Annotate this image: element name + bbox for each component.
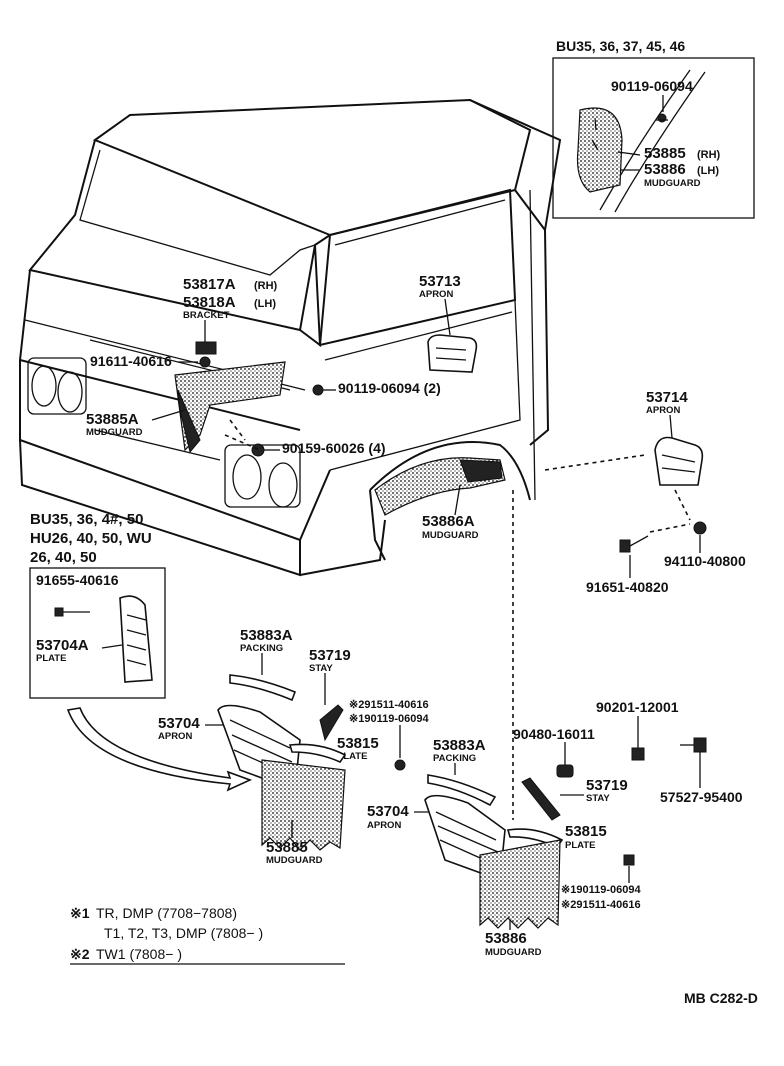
bolt-91651-label: 91651-40820 bbox=[586, 579, 669, 595]
cab-labels: 53817A (RH) 53818A (LH) BRACKET 91611-40… bbox=[86, 273, 479, 541]
bracket-lh-no: 53818A bbox=[183, 294, 236, 311]
mudguard-front-no: 53885A bbox=[86, 411, 139, 428]
right-plate-name: PLATE bbox=[565, 840, 595, 851]
inset-left-header-1: BU35, 36, 4#, 50 bbox=[30, 511, 143, 528]
bolt-side-label: 90119-06094 (2) bbox=[338, 380, 441, 396]
right-mudguard-no: 53886 bbox=[485, 930, 527, 947]
left-packing-no: 53883A bbox=[240, 627, 293, 644]
bracket-lh-side: (LH) bbox=[254, 298, 276, 310]
left-stay-name: STAY bbox=[309, 663, 333, 674]
inset-left-bolt-label: 91655-40616 bbox=[36, 572, 119, 588]
inset-top-mudguard-rh-side: (RH) bbox=[697, 149, 721, 161]
note-1-mark: ※1 bbox=[70, 905, 90, 921]
left-mudguard-no: 53885 bbox=[266, 839, 308, 856]
note-2-text: TW1 (7808− ) bbox=[96, 946, 182, 962]
apron-r-no: 53713 bbox=[419, 273, 461, 290]
left-apron-no: 53704 bbox=[158, 715, 200, 732]
bracket-name: BRACKET bbox=[183, 310, 230, 321]
right-assembly: 90201-12001 90480-16011 53883A PACKING 5… bbox=[367, 699, 743, 958]
right-packing-no: 53883A bbox=[433, 737, 486, 754]
nut-94110-label: 94110-40800 bbox=[664, 553, 746, 569]
apron-r-name: APRON bbox=[419, 289, 453, 300]
left-bolt1-label: ※291511-40616 bbox=[349, 699, 429, 711]
inset-top-bolt-label: 90119-06094 bbox=[611, 78, 693, 94]
apron-53714-name: APRON bbox=[646, 405, 680, 416]
inset-top-mudguard-name: MUDGUARD bbox=[644, 178, 701, 189]
bracket-rh-no: 53817A bbox=[183, 276, 236, 293]
right-packing-name: PACKING bbox=[433, 753, 476, 764]
left-assembly: 53883A PACKING 53719 STAY ※291511-40616 … bbox=[158, 627, 429, 866]
inset-top-header: BU35, 36, 37, 45, 46 bbox=[556, 38, 685, 54]
left-mudguard-name: MUDGUARD bbox=[266, 855, 323, 866]
apron-53714-no: 53714 bbox=[646, 389, 688, 406]
right-bolt1-label: ※190119-06094 bbox=[561, 884, 641, 896]
left-plate-name: PLATE bbox=[337, 751, 367, 762]
left-plate-no: 53815 bbox=[337, 735, 379, 752]
right-nut-top-label: 90201-12001 bbox=[596, 699, 679, 715]
bolt-front-label: 91611-40616 bbox=[90, 353, 172, 369]
inset-top-mudguard-rh-no: 53885 bbox=[644, 145, 686, 162]
note-1-text: TR, DMP (7708−7808) bbox=[96, 905, 237, 921]
left-apron-name: APRON bbox=[158, 731, 192, 742]
mudguard-r-name: MUDGUARD bbox=[422, 530, 479, 541]
left-bolt2-label: ※190119-06094 bbox=[349, 713, 429, 725]
note-2-mark: ※2 bbox=[70, 946, 90, 962]
note-1-line2: T1, T2, T3, DMP (7808− ) bbox=[104, 925, 263, 941]
right-mudguard-name: MUDGUARD bbox=[485, 947, 542, 958]
truck-cab-illustration bbox=[19, 98, 562, 577]
mudguard-front-name: MUDGUARD bbox=[86, 427, 143, 438]
inset-top-right: BU35, 36, 37, 45, 46 90119-06094 53885 (… bbox=[552, 38, 755, 219]
diagram-code: MB C282-D bbox=[684, 990, 758, 1006]
inset-left-header-3: 26, 40, 50 bbox=[30, 549, 97, 566]
right-bolt2-label: ※291511-40616 bbox=[561, 899, 641, 911]
right-stay-no: 53719 bbox=[586, 777, 628, 794]
right-plate-no: 53815 bbox=[565, 823, 607, 840]
right-stay-name: STAY bbox=[586, 793, 610, 804]
footnotes: ※1 TR, DMP (7708−7808) T1, T2, T3, DMP (… bbox=[70, 905, 345, 965]
right-apron-group: 53714 APRON 91651-40820 94110-40800 bbox=[544, 389, 746, 595]
left-stay-no: 53719 bbox=[309, 647, 351, 664]
right-apron-name: APRON bbox=[367, 820, 401, 831]
mudguard-r-no: 53886A bbox=[422, 513, 475, 530]
transfer-arrow bbox=[66, 707, 253, 792]
bracket-rh-side: (RH) bbox=[254, 280, 278, 292]
inset-top-mudguard-lh-no: 53886 bbox=[644, 161, 686, 178]
inset-top-mudguard-lh-side: (LH) bbox=[697, 165, 719, 177]
right-clip-label: 90480-16011 bbox=[513, 726, 595, 742]
right-bolt-side-label: 57527-95400 bbox=[660, 789, 743, 805]
right-apron-no: 53704 bbox=[367, 803, 409, 820]
bolt-lower-label: 90159-60026 (4) bbox=[282, 440, 386, 456]
inset-left-header-2: HU26, 40, 50, WU bbox=[30, 530, 152, 547]
inset-left-plate-name: PLATE bbox=[36, 653, 66, 664]
left-packing-name: PACKING bbox=[240, 643, 283, 654]
inset-left: BU35, 36, 4#, 50 HU26, 40, 50, WU 26, 40… bbox=[29, 511, 166, 699]
inset-left-plate-no: 53704A bbox=[36, 637, 89, 654]
